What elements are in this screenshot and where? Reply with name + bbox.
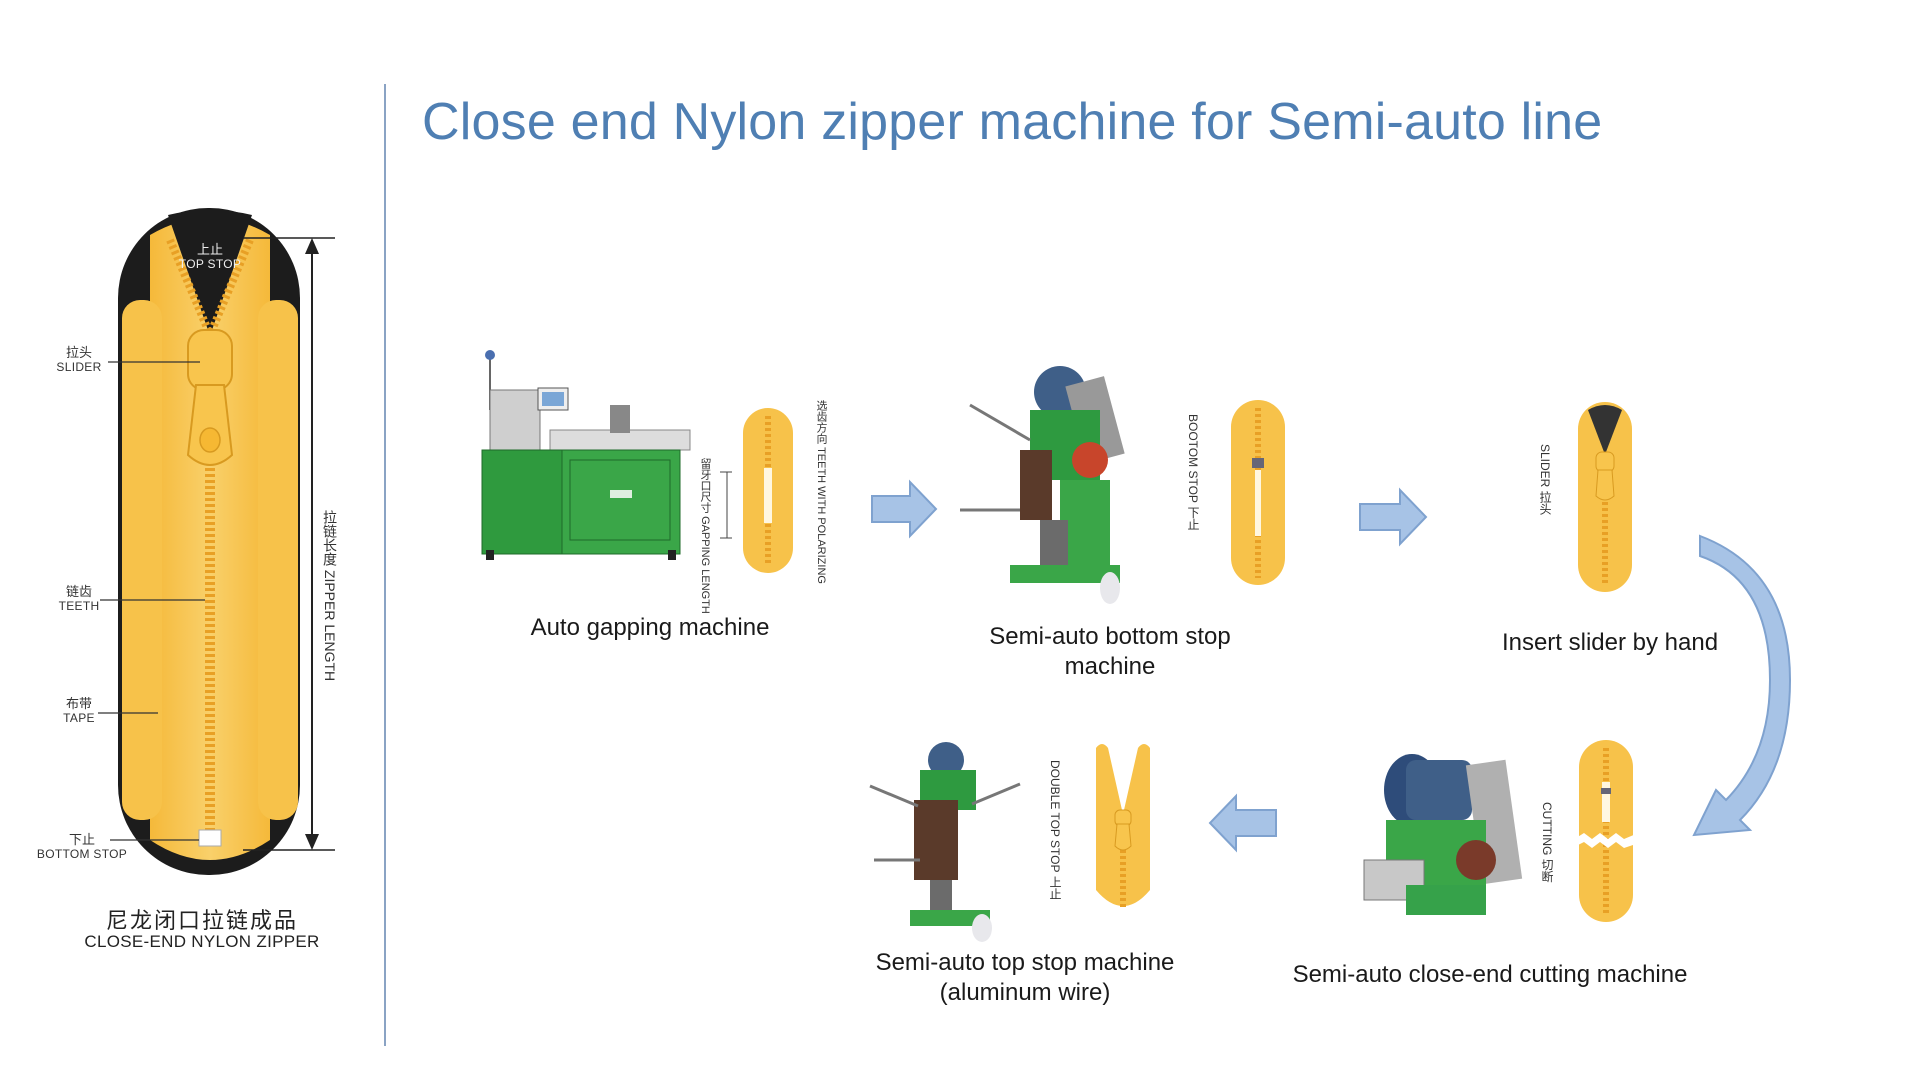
top-stop-machine-icon: [869, 742, 1021, 942]
bottom-stop-zipper-icon: [1231, 400, 1285, 585]
zipper-length-label: 拉链长度 ZIPPER LENGTH: [322, 510, 338, 682]
cutting-zipper-icon: [1576, 740, 1636, 922]
caption-bottom-stop: Semi-auto bottom stop machine: [989, 623, 1231, 680]
top-stop-zipper-icon: [1096, 744, 1150, 908]
flow-arrow-right-2: [1359, 487, 1428, 547]
slider-label: SLIDER 拉头: [1538, 444, 1552, 515]
bottom-stop-label: BOOTOM STOP 下止: [1186, 414, 1200, 531]
flow-arrow-curved: [1692, 534, 1792, 837]
caption-close-end-cutting: Semi-auto close-end cutting machine: [1292, 961, 1688, 988]
teeth-polarizing-label: 选齿方向 TEETH WITH POLARIZING: [815, 400, 827, 584]
product-name-en: CLOSE-END NYLON ZIPPER: [84, 932, 320, 951]
bottom-stop-machine-icon: [960, 366, 1125, 604]
step-top-stop: DOUBLE TOP STOP 上止 Semi-auto top stop ma…: [869, 740, 1210, 1020]
zipper-illustration: [98, 208, 335, 875]
slider-zipper-icon: [1578, 402, 1632, 592]
caption-insert-slider: Insert slider by hand: [1501, 629, 1719, 656]
step-bottom-stop: BOOTOM STOP 下止 Semi-auto bottom stop mac…: [960, 360, 1300, 680]
flow-arrow-right-1: [871, 479, 938, 539]
gapped-zipper-icon: [743, 408, 793, 573]
flow-arrow-left: [1208, 793, 1277, 853]
step-insert-slider: SLIDER 拉头 Insert slider by hand: [1470, 400, 1750, 680]
page-title: Close end Nylon zipper machine for Semi-…: [422, 93, 1603, 151]
caption-top-stop: Semi-auto top stop machine (aluminum wir…: [875, 949, 1175, 1006]
gapping-length-label: 留牙口尺寸 GAPPING LENGTH: [699, 458, 711, 614]
gapping-dimension-icon: [720, 471, 732, 539]
caption-auto-gapping: Auto gapping machine: [530, 614, 770, 641]
vertical-divider: [384, 84, 386, 1046]
cutting-label: CUTTING 切断: [1540, 802, 1554, 883]
product-name-zh: 尼龙闭口拉链成品: [105, 908, 298, 933]
cutting-machine-icon: [1363, 754, 1523, 915]
gapping-machine-icon: [481, 350, 691, 560]
double-top-stop-label: DOUBLE TOP STOP 上止: [1048, 760, 1062, 900]
step-close-end-cutting: CUTTING 切断 Semi-auto close-end cutting m…: [1260, 740, 1720, 1010]
step-auto-gapping: 留牙口尺寸 GAPPING LENGTH 选齿方向 TEETH WITH POL…: [470, 350, 870, 650]
